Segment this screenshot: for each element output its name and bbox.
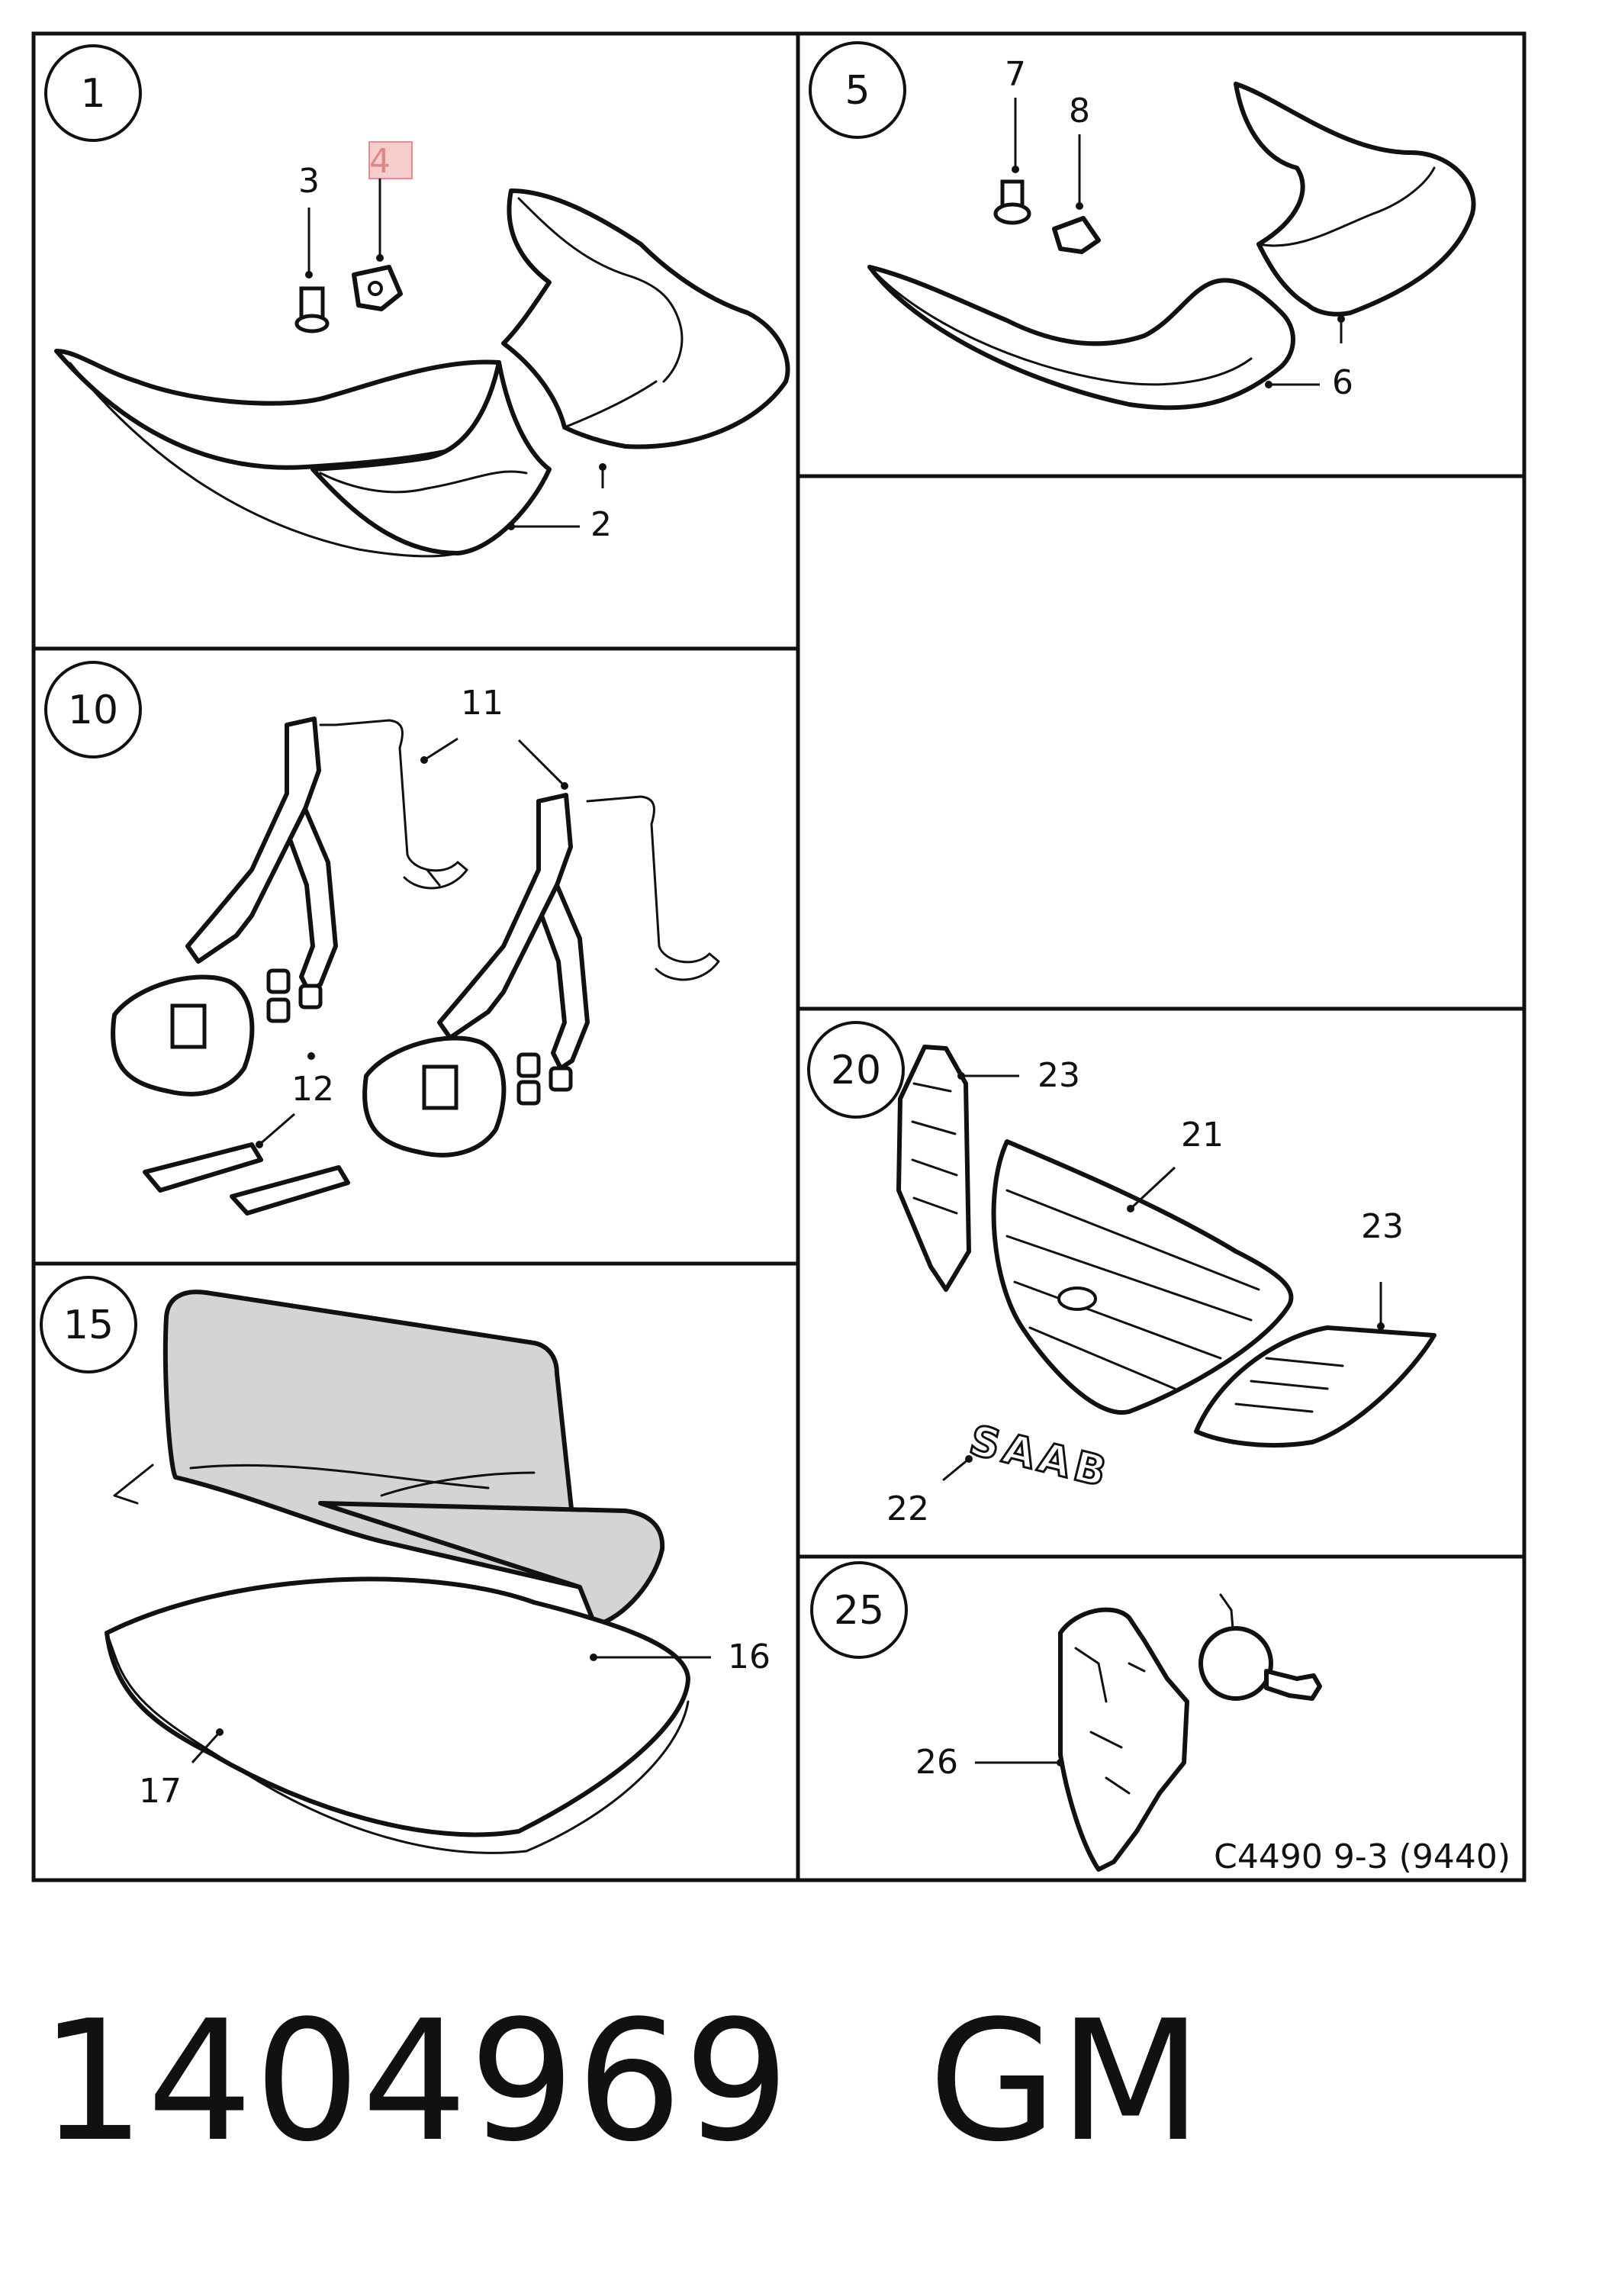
callout-26: 26 bbox=[915, 1743, 958, 1782]
callout-17: 17 bbox=[139, 1772, 182, 1811]
callout-4-highlight bbox=[368, 141, 413, 179]
tonneau-cover bbox=[105, 1576, 690, 1837]
jack-right bbox=[437, 793, 720, 1071]
bumper-cover-left bbox=[54, 349, 502, 470]
rubber-pads bbox=[266, 968, 573, 1106]
fog-lamp-bracket bbox=[1058, 1607, 1189, 1872]
parts-diagram: 1 3 4 2 bbox=[31, 31, 1527, 1882]
callout-4: 4 bbox=[369, 142, 391, 181]
callout-6: 6 bbox=[1332, 363, 1353, 402]
screw-part bbox=[294, 286, 330, 333]
panel-1: 1 3 4 2 bbox=[44, 44, 790, 558]
callout-23-right: 23 bbox=[1361, 1207, 1404, 1246]
wind-deflector-lower-mesh bbox=[318, 1501, 665, 1628]
panel-15: 15 16 17 bbox=[40, 1276, 771, 1854]
callout-12: 12 bbox=[291, 1070, 334, 1109]
jack-handle bbox=[143, 1142, 263, 1193]
callout-7: 7 bbox=[1005, 55, 1026, 94]
panel-25-number: 25 bbox=[834, 1588, 884, 1634]
panel-20-number: 20 bbox=[831, 1048, 881, 1093]
manufacturer: GM bbox=[928, 1985, 1204, 2178]
panel-25: 25 26 bbox=[810, 1561, 1322, 1872]
panel-1-number: 1 bbox=[80, 71, 105, 117]
grille-trim-left bbox=[867, 265, 1295, 411]
bumper-cover-right bbox=[501, 188, 790, 449]
callout-8: 8 bbox=[1069, 92, 1090, 130]
panel-10-number: 10 bbox=[68, 688, 118, 733]
panel-5: 5 7 8 6 bbox=[809, 41, 1476, 411]
callout-16: 16 bbox=[728, 1637, 771, 1676]
panel-20: 20 SAAB 23 21 23 22 bbox=[807, 1021, 1437, 1528]
grille-trim-right bbox=[1234, 82, 1476, 317]
callout-3: 3 bbox=[298, 162, 320, 201]
callout-23-left: 23 bbox=[1038, 1056, 1080, 1095]
jack-handle bbox=[230, 1165, 350, 1216]
panel-15-number: 15 bbox=[63, 1303, 114, 1348]
fog-lamp bbox=[1198, 1626, 1273, 1701]
callout-21: 21 bbox=[1181, 1116, 1224, 1154]
callout-22: 22 bbox=[886, 1489, 929, 1528]
grid-lines bbox=[31, 31, 1527, 1882]
clip-part bbox=[352, 265, 403, 311]
diagram-code: C4490 9-3 (9440) bbox=[1214, 1837, 1511, 1876]
panel-10: 10 11 bbox=[44, 661, 720, 1216]
callout-2: 2 bbox=[590, 505, 612, 544]
callout-11: 11 bbox=[461, 684, 504, 723]
clip-part bbox=[1052, 216, 1101, 254]
panel-5-number: 5 bbox=[845, 68, 870, 114]
saab-badge: SAAB bbox=[965, 1415, 1115, 1497]
part-number: 1404969 bbox=[40, 1985, 791, 2178]
screw-part bbox=[993, 179, 1031, 225]
